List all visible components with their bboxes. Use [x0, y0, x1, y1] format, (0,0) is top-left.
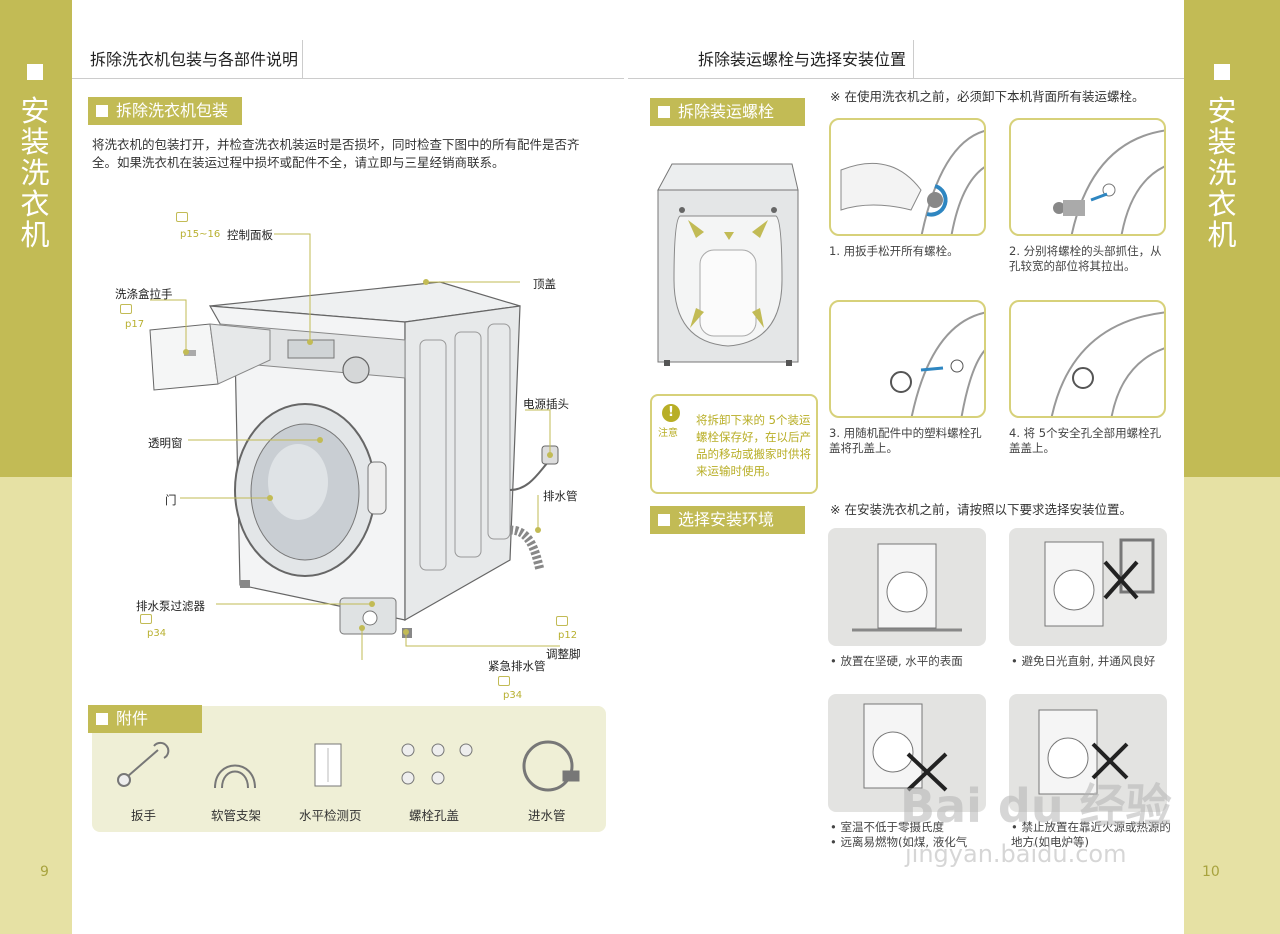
inlet-hose-icon: [522, 740, 580, 792]
left-page-header: 拆除洗衣机包装与各部件说明: [90, 50, 299, 69]
caution-box: ! 注意 将拆卸下来的 5个装运螺栓保存好，在以后产品的移动或搬家时供将来运输时…: [650, 394, 818, 494]
hose-holder-icon: [214, 764, 256, 789]
location-sunlight-image: [1009, 528, 1167, 646]
watermark-logo: Bai du 经验: [900, 779, 1172, 833]
step2-image: [1009, 118, 1166, 236]
bolt-cap-icon: [401, 743, 473, 785]
accessory-wrench: 扳手: [131, 808, 157, 823]
location-flat-surface-image: [828, 528, 986, 646]
location-caption-3: • 室温不低于零摄氏度 • 远离易燃物(如煤, 液化气: [830, 820, 968, 849]
watermark-url: jingyan.baidu.com: [905, 840, 1127, 868]
location-heat-source-image: [1009, 694, 1167, 812]
step3-image: [829, 300, 986, 418]
label-window: 透明窗: [148, 436, 183, 450]
washing-machine-illustration: [149, 233, 560, 660]
label-drain-hose: 排水管: [543, 489, 578, 503]
caution-label: 注意: [658, 428, 678, 439]
label-emergency-drain: 紧急排水管: [488, 659, 546, 673]
accessory-bolt-caps: 螺栓孔盖: [409, 808, 460, 823]
left-page-number: 9: [40, 864, 49, 880]
control-panel-ref: [176, 212, 188, 223]
location-caption-2: • 避免日光直射, 并通风良好: [1011, 654, 1156, 668]
level-sheet-icon: [314, 743, 342, 787]
location-caption-4: • 禁止放置在靠近火源或热源的地方(如电炉等): [1011, 820, 1171, 849]
label-control-panel: 控制面板: [227, 228, 273, 242]
right-page-header: 拆除装运螺栓与选择安装位置: [698, 50, 907, 69]
step1-caption: 1. 用扳手松开所有螺栓。: [829, 244, 959, 258]
accessory-icons: [117, 740, 580, 792]
label-top-cover: 顶盖: [533, 277, 556, 291]
label-drawer-handle: 洗涤盒拉手: [115, 287, 173, 301]
emergency-drain-page-ref: p34: [503, 690, 523, 701]
section-unpack-label: 拆除洗衣机包装: [88, 97, 242, 125]
caution-text: 将拆卸下来的 5个装运螺栓保存好，在以后产品的移动或搬家时供将来运输时使用。: [696, 413, 811, 478]
left-band-square: [27, 64, 43, 80]
step2-caption: 2. 分别将螺栓的头部抓住，从孔较宽的部位将其拉出。: [1009, 244, 1162, 273]
right-band-square: [1214, 64, 1230, 80]
label-leveling-foot: 调整脚: [546, 647, 581, 661]
drawer-handle-page-ref: p17: [125, 319, 145, 330]
emergency-drain-ref-icon: [498, 676, 510, 687]
label-power-plug: 电源插头: [523, 397, 569, 411]
left-header-rule: [72, 78, 624, 79]
label-door: 门: [165, 493, 177, 507]
drawer-ref-icon: [120, 304, 132, 315]
leveling-foot-ref-icon: [556, 616, 568, 627]
caution-icon: !: [662, 404, 680, 422]
wrench-icon: [117, 741, 170, 787]
bolts-note: ※ 在使用洗衣机之前，必须卸下本机背面所有装运螺栓。: [830, 89, 1145, 104]
pump-filter-ref-icon: [140, 614, 152, 625]
location-caption-1: • 放置在坚硬, 水平的表面: [830, 654, 963, 668]
step1-image: [829, 118, 986, 236]
accessory-inlet-hose: 进水管: [528, 808, 566, 823]
pump-filter-page-ref: p34: [147, 628, 167, 639]
right-header-separator: [913, 40, 914, 78]
section-location-label: 选择安装环境: [650, 506, 805, 534]
right-vertical-title: 安装洗衣机: [1207, 94, 1237, 252]
unpack-intro-text: 将洗衣机的包装打开，并检查洗衣机装运时是否损坏，同时检查下图中的所有配件是否齐全…: [92, 137, 580, 170]
right-page-number: 10: [1202, 864, 1220, 880]
accessory-level-sheet: 水平检测页: [299, 808, 362, 823]
step4-caption: 4. 将 5个安全孔全部用螺栓孔盖盖上。: [1009, 426, 1162, 455]
label-pump-filter: 排水泵过滤器: [136, 599, 205, 613]
section-bolts-label: 拆除装运螺栓: [650, 98, 805, 126]
right-side-band: [1184, 0, 1280, 934]
control-panel-page-ref: p15~16: [180, 229, 221, 240]
accessory-hose-holder: 软管支架: [211, 808, 262, 823]
step3-caption: 3. 用随机配件中的塑料螺栓孔盖将孔盖上。: [829, 426, 982, 455]
right-header-rule: [628, 78, 1184, 79]
section-accessories-label: 附件: [88, 705, 202, 733]
leveling-foot-page-ref: p12: [558, 630, 578, 641]
step4-image: [1009, 300, 1166, 418]
left-vertical-title: 安装洗衣机: [20, 94, 50, 252]
location-note: ※ 在安装洗衣机之前，请按照以下要求选择安装位置。: [830, 502, 1132, 517]
left-header-separator: [302, 40, 303, 78]
location-temperature-image: [828, 694, 986, 812]
machine-back-illustration: [657, 163, 799, 366]
